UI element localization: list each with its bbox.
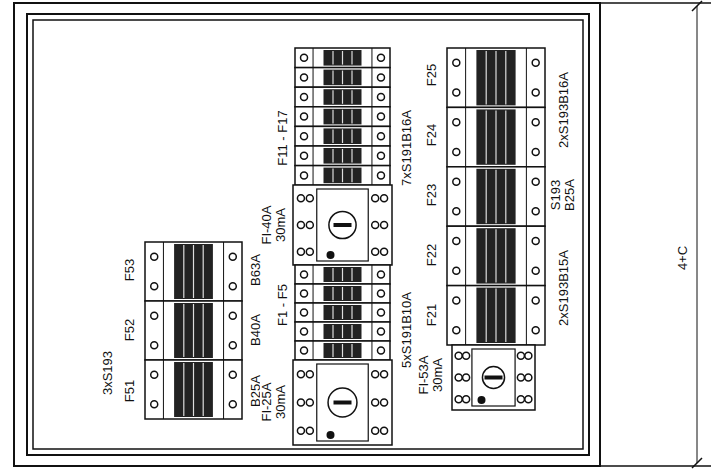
dimension-line	[697, 6, 698, 463]
group-label: 7xS191B16A	[400, 109, 414, 187]
enclosure-outer	[27, 14, 589, 455]
group-label: FI-53A 30mA	[417, 351, 445, 399]
group-label: 2xS193B16A	[557, 71, 571, 149]
group-label: F21	[425, 303, 439, 327]
breaker-module	[295, 265, 390, 284]
group-label: 2xS193B15A	[557, 249, 571, 327]
breaker-module	[295, 284, 390, 303]
breaker-module	[145, 242, 242, 301]
group-label: F52	[123, 318, 137, 342]
rcd-module	[452, 345, 535, 410]
group-label: F1 - F5	[276, 283, 290, 327]
sheet-border	[14, 3, 600, 466]
dimension-label: 4+C	[676, 245, 690, 271]
breaker-module	[145, 360, 242, 419]
rcd-module	[293, 185, 392, 265]
breaker-module	[295, 48, 390, 68]
breaker-module	[295, 107, 390, 127]
dimension-tick	[692, 1, 702, 468]
group-label: F11 - F17	[276, 109, 290, 166]
group-label: F25	[425, 63, 439, 87]
group-label: 5xS191B10A	[400, 291, 414, 369]
breaker-module	[145, 301, 242, 360]
group-label: FI-25A 30mA	[260, 378, 288, 426]
group-label: F51	[123, 379, 137, 403]
group-label: F23	[425, 183, 439, 207]
breaker-module	[295, 341, 390, 360]
group-label: F22	[425, 243, 439, 267]
group-label: S193 B25A	[549, 174, 577, 216]
rcd-module	[293, 360, 392, 445]
frame-line	[600, 2, 711, 4]
group-label: FI-40A 30mA	[260, 201, 288, 249]
breaker-module	[295, 303, 390, 322]
group-label: B63A	[249, 253, 263, 287]
group-label: 3xS193	[101, 350, 115, 396]
breaker-module	[295, 166, 390, 186]
group-label: F24	[425, 123, 439, 147]
breaker-module	[447, 107, 545, 166]
breaker-module	[295, 146, 390, 166]
breaker-module	[447, 226, 545, 285]
breaker-module	[447, 286, 545, 345]
breaker-module	[447, 167, 545, 226]
group-label: B40A	[249, 313, 263, 347]
group-label: F53	[123, 258, 137, 282]
breaker-module	[295, 68, 390, 88]
breaker-module	[447, 48, 545, 107]
breaker-module	[295, 322, 390, 341]
breaker-module	[295, 126, 390, 146]
enclosure-inner	[33, 20, 583, 449]
breaker-module	[295, 87, 390, 107]
